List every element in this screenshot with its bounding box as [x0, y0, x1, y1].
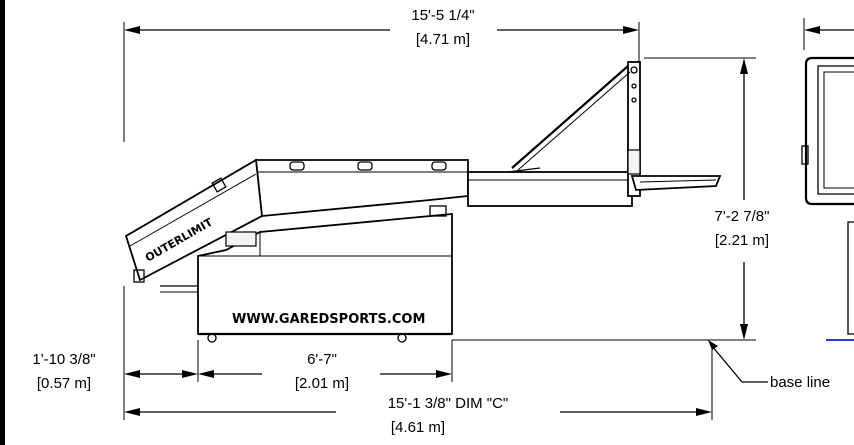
base-line-label: base line	[770, 374, 830, 391]
post-clamp	[627, 149, 641, 175]
end-view-partial	[801, 18, 854, 341]
end-view-inner-frame	[817, 65, 854, 195]
base-line-reference: base line	[452, 339, 830, 391]
height-metric: [2.21 m]	[715, 232, 769, 249]
website-label: WWW.GAREDSPORTS.COM	[232, 312, 425, 327]
arrowhead	[740, 58, 748, 74]
arrowhead	[804, 26, 820, 34]
arrowhead	[124, 26, 140, 34]
caster-wheel	[207, 333, 217, 343]
machine-side-view: OUTERLIMIT WWW.GAREDSPORTS.COM	[124, 61, 722, 343]
deck-mount	[507, 167, 541, 173]
overall-length-dimension: 15'-5 1/4" [4.71 m]	[123, 7, 640, 142]
overall-length-metric: [4.71 m]	[416, 31, 470, 48]
height-dimension: 7'-2 7/8" [2.21 m]	[644, 57, 770, 341]
arrowhead	[198, 370, 214, 378]
rear-tray	[630, 175, 722, 191]
arrowhead	[124, 370, 140, 378]
caster-wheel	[397, 333, 407, 343]
arrowhead	[696, 408, 712, 416]
arrowhead	[740, 324, 748, 340]
front-offset-metric: [0.57 m]	[37, 375, 91, 392]
end-view-base	[847, 221, 854, 335]
housing-slot	[289, 161, 305, 171]
rear-deck	[467, 171, 633, 207]
post-hole	[631, 83, 637, 89]
height-imperial: 7'-2 7/8"	[715, 208, 770, 225]
end-view-bracket	[801, 145, 809, 165]
rear-tray-edge	[639, 179, 717, 183]
base-length-metric: [2.01 m]	[295, 375, 349, 392]
upper-housing	[255, 159, 469, 217]
front-panel-edge	[129, 173, 257, 247]
arrowhead	[436, 370, 452, 378]
diagonal-brace-edge	[517, 71, 631, 171]
panel-latch-lower	[133, 269, 145, 283]
dim-c-metric: [4.61 m]	[391, 419, 445, 436]
overall-length-imperial: 15'-5 1/4"	[411, 7, 474, 24]
base-line-arrow	[708, 340, 718, 350]
base-line-leader	[711, 345, 768, 383]
arrowhead	[124, 408, 140, 416]
cabinet-bracket	[429, 205, 447, 217]
end-view-inner-panel	[823, 71, 854, 189]
panel-latch	[211, 177, 227, 193]
arrowhead	[623, 26, 639, 34]
frame-left-border	[0, 0, 5, 445]
housing-slot	[357, 161, 373, 171]
bottom-dimensions: 1'-10 3/8" [0.57 m] 6'-7" [2.01 m] 15'-1…	[32, 286, 713, 436]
front-offset-imperial: 1'-10 3/8"	[32, 351, 95, 368]
dim-c-imperial: 15'-1 3/8" DIM "C"	[388, 395, 509, 412]
arrowhead	[182, 370, 198, 378]
housing-slot	[431, 161, 447, 171]
post-pivot	[630, 66, 638, 74]
diagonal-brace	[511, 65, 629, 169]
base-length-imperial: 6'-7"	[307, 351, 337, 368]
cabinet-step	[225, 231, 257, 247]
post-hole	[631, 97, 637, 103]
end-view-outer-frame	[804, 56, 854, 206]
